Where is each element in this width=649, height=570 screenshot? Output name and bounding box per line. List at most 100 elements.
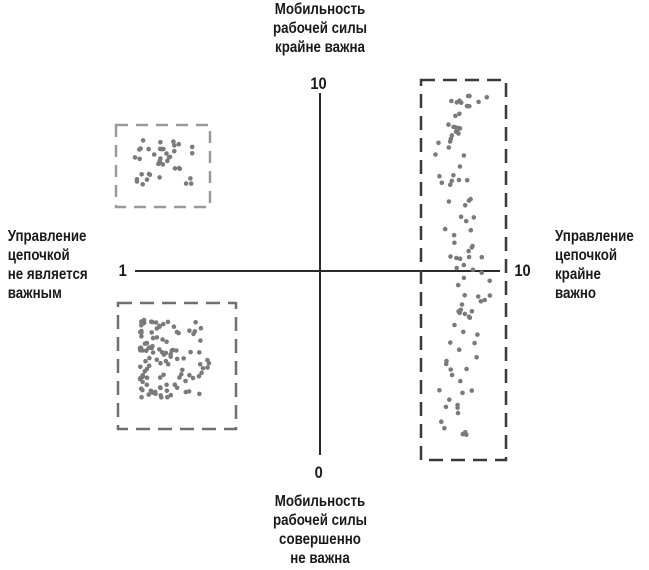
top-axis-label: Мобильность рабочей силы крайне важна xyxy=(272,1,368,56)
y-min-tick: 0 xyxy=(314,463,323,482)
scatter-dot xyxy=(146,146,151,152)
scatter-dot xyxy=(149,330,154,335)
scatter-dot xyxy=(157,375,163,380)
scatter-dot xyxy=(144,366,150,372)
scatter-dot xyxy=(452,322,457,328)
scatter-dot xyxy=(474,355,479,360)
scatter-dot xyxy=(181,356,186,361)
scatter-dot xyxy=(458,307,464,313)
scatter-dot xyxy=(443,404,449,410)
scatter-dot xyxy=(196,374,202,379)
scatter-dot xyxy=(154,335,160,340)
scatter-dot xyxy=(457,256,463,262)
scatter-dot xyxy=(179,372,184,377)
scatter-dot xyxy=(144,375,150,381)
scatter-dot xyxy=(436,140,441,146)
scatter-dot xyxy=(448,254,453,259)
scatter-dot xyxy=(188,349,193,355)
scatter-dot xyxy=(190,375,196,381)
scatter-dot xyxy=(157,347,162,352)
scatter-dot xyxy=(479,270,485,276)
scatter-dot xyxy=(446,122,451,127)
scatter-dot xyxy=(458,378,463,384)
scatter-dot xyxy=(146,363,152,369)
scatter-dot xyxy=(197,362,203,367)
scatter-dot xyxy=(171,139,176,144)
scatter-dot xyxy=(198,325,204,331)
scatter-dot xyxy=(462,293,468,298)
scatter-dot xyxy=(159,146,164,152)
scatter-dot xyxy=(158,156,163,161)
scatter-dot xyxy=(468,196,473,202)
scatter-dot xyxy=(455,282,461,288)
scatter-dot xyxy=(146,171,152,177)
scatter-dot xyxy=(460,431,466,437)
scatter-dot xyxy=(143,358,148,364)
scatter-dot xyxy=(461,262,467,268)
scatter-dot xyxy=(449,372,455,378)
scatter-dot xyxy=(443,361,449,367)
cluster-box-lower-left xyxy=(116,301,238,431)
scatter-dot xyxy=(157,385,163,390)
scatter-dot xyxy=(134,179,140,184)
scatter-dot xyxy=(484,95,490,100)
scatter-dot xyxy=(464,177,470,183)
scatter-dot xyxy=(158,360,163,366)
scatter-dot xyxy=(472,340,477,346)
scatter-dot xyxy=(455,402,460,408)
scatter-dot xyxy=(433,152,438,157)
scatter-dot xyxy=(442,425,447,431)
scatter-dot xyxy=(448,367,454,372)
scatter-dot xyxy=(457,126,463,131)
scatter-dot xyxy=(139,395,144,400)
scatter-dot xyxy=(456,177,462,183)
scatter-dot xyxy=(451,232,457,238)
scatter-dot xyxy=(157,324,162,330)
scatter-dot xyxy=(197,350,202,355)
scatter-dot xyxy=(147,355,152,361)
scatter-dot xyxy=(183,378,188,384)
scatter-dot xyxy=(132,155,138,160)
scatter-dot xyxy=(447,139,453,144)
scatter-dot xyxy=(158,139,163,145)
scatter-dot xyxy=(160,162,166,167)
scatter-dot xyxy=(168,354,173,359)
scatter-dot xyxy=(442,226,448,232)
scatter-dot xyxy=(460,390,465,396)
scatter-dot xyxy=(170,347,175,353)
scatter-dot xyxy=(446,145,452,150)
scatter-dot xyxy=(188,181,194,186)
scatter-dot xyxy=(449,98,454,104)
scatter-dot xyxy=(187,372,192,378)
scatter-dot xyxy=(461,329,466,335)
scatter-dot xyxy=(172,148,177,154)
scatter-dot xyxy=(466,254,472,260)
scatter-dot xyxy=(464,366,469,372)
scatter-dot xyxy=(144,177,150,182)
scatter-dot xyxy=(153,320,159,325)
scatter-dot xyxy=(449,178,455,184)
scatter-dot xyxy=(454,265,460,271)
scatter-dot xyxy=(188,176,193,181)
scatter-dot xyxy=(466,248,471,254)
scatter-dot xyxy=(197,391,202,397)
scatter-dot xyxy=(447,182,453,187)
scatter-dot xyxy=(152,389,158,395)
scatter-dot xyxy=(467,315,473,321)
y-max-tick: 10 xyxy=(310,74,327,93)
scatter-dot xyxy=(454,100,460,105)
scatter-dot xyxy=(176,330,181,336)
scatter-dot xyxy=(454,255,459,261)
scatter-dot xyxy=(189,151,195,156)
scatter-dot xyxy=(163,358,169,364)
scatter-dot xyxy=(183,181,189,186)
scatter-dot xyxy=(148,388,154,394)
scatter-dot xyxy=(137,156,142,162)
scatter-dot xyxy=(453,113,458,119)
scatter-dot xyxy=(448,340,453,345)
scatter-dot xyxy=(469,309,475,314)
scatter-dot xyxy=(437,388,442,393)
scatter-dot xyxy=(476,99,481,105)
scatter-dot xyxy=(139,334,144,339)
